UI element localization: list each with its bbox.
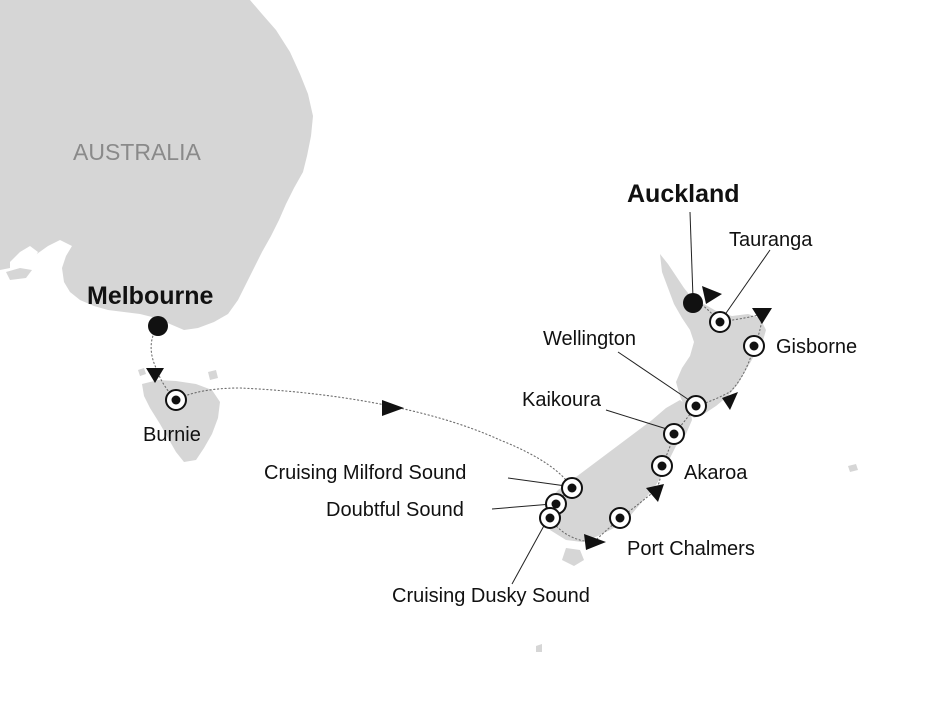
port-label-dusky: Cruising Dusky Sound [392, 585, 590, 607]
port-marker-dusky[interactable] [539, 507, 561, 529]
small-island-south [536, 644, 542, 652]
spencer-gulf-water [10, 246, 38, 272]
port-label-kaikoura: Kaikoura [522, 389, 601, 411]
endpoint-label-auckland: Auckland [627, 180, 740, 208]
leader-line-wellington [617, 351, 693, 403]
port-label-port-chalmers: Port Chalmers [627, 538, 755, 560]
port-label-tauranga: Tauranga [729, 229, 813, 251]
port-marker-milford[interactable] [561, 477, 583, 499]
route-arrow-icon [722, 392, 738, 410]
leader-line-doubtful [491, 503, 553, 510]
port-label-wellington: Wellington [543, 328, 637, 350]
port-label-burnie: Burnie [143, 424, 201, 446]
king-island [138, 368, 146, 376]
stewart-island [562, 548, 584, 566]
route-arrow-icon [646, 484, 664, 502]
port-marker-port-chalmers[interactable] [609, 507, 631, 529]
north-island-landmass [660, 254, 766, 418]
small-island-east [848, 464, 858, 472]
endpoint-marker-melbourne[interactable] [148, 316, 168, 336]
port-label-akaroa: Akaroa [684, 462, 748, 484]
route-arrow-icon [584, 534, 606, 550]
port-label-doubtful: Doubtful Sound [326, 499, 464, 521]
route-arrow-icon [382, 400, 404, 416]
endpoint-marker-auckland[interactable] [683, 293, 703, 313]
south-island-landmass [544, 400, 692, 542]
leader-line-kaikoura [605, 409, 671, 431]
route-arrow-icon [752, 308, 772, 324]
port-marker-kaikoura[interactable] [663, 423, 685, 445]
port-marker-wellington[interactable] [685, 395, 707, 417]
tasmania-landmass [142, 380, 220, 462]
endpoint-label-melbourne: Melbourne [87, 282, 214, 310]
port-marker-burnie[interactable] [165, 389, 187, 411]
leader-line-dusky [511, 521, 547, 585]
port-label-milford: Cruising Milford Sound [264, 462, 467, 484]
leader-line-auckland [689, 211, 694, 299]
port-marker-akaroa[interactable] [651, 455, 673, 477]
port-label-gisborne: Gisborne [776, 336, 858, 358]
region-label-australia: AUSTRALIA [73, 139, 201, 165]
australia-landmass [0, 0, 313, 330]
leader-line-milford [507, 477, 567, 487]
route-arrow-icon [146, 368, 164, 383]
flinders-island [208, 370, 218, 380]
leader-line-tauranga [723, 249, 771, 317]
route-arrow-icon [702, 286, 722, 304]
port-marker-gisborne[interactable] [743, 335, 765, 357]
kangaroo-island [6, 268, 32, 280]
port-marker-tauranga[interactable] [709, 311, 731, 333]
